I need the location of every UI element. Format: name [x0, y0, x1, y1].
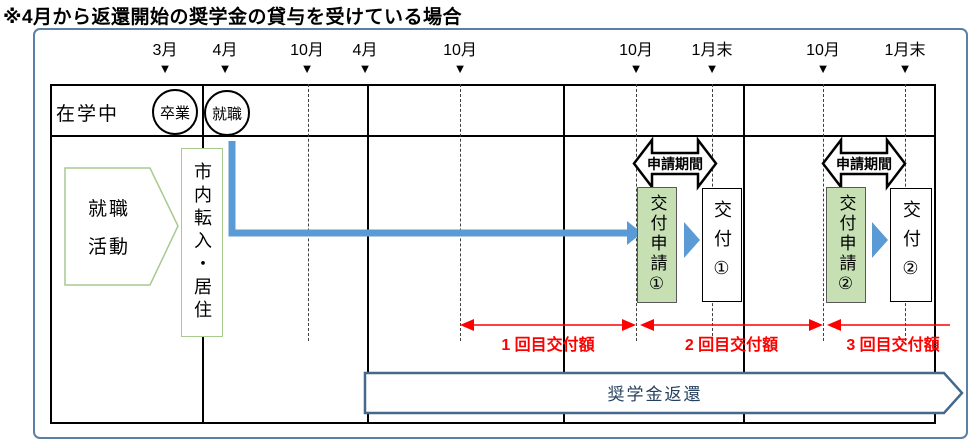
month-tick-icon: ▼ — [705, 61, 719, 76]
grant-amount-label-3: 3 回目交付額 — [846, 337, 940, 354]
month-label: 1月末 — [884, 42, 926, 59]
job-hunting-label: 就職 活動 — [65, 168, 153, 285]
grant-amount-label-1: 1 回目交付額 — [501, 337, 595, 354]
month-label: 3月 — [152, 42, 178, 59]
graduation-circle: 卒業 — [152, 89, 198, 135]
grant-amount-label-2: 2 回目交付額 — [684, 337, 779, 354]
month-label: 4月 — [212, 42, 238, 59]
header-row-line — [50, 135, 936, 137]
table-top-line — [50, 84, 936, 86]
grant-request-box-2: 交付申請② — [826, 187, 866, 303]
month-label: 10月 — [619, 42, 653, 59]
job-hunting-line2: 活動 — [87, 237, 130, 258]
month-guide-dashed-line — [308, 84, 309, 341]
month-label: 10月 — [806, 42, 840, 59]
year-divider-line — [563, 84, 565, 424]
month-guide-dashed-line — [460, 84, 461, 341]
table-bottom-line — [50, 422, 936, 424]
month-tick-icon: ▼ — [816, 61, 830, 76]
month-label: 1月末 — [691, 42, 733, 59]
month-tick-icon: ▼ — [898, 61, 912, 76]
employment-circle: 就職 — [204, 90, 250, 136]
month-tick-icon: ▼ — [300, 61, 314, 76]
year-divider-line — [743, 84, 745, 424]
year-divider-line — [367, 84, 369, 424]
month-label: 10月 — [290, 42, 324, 59]
month-guide-dashed-line — [636, 84, 637, 341]
grant-box-1: 交付① — [702, 188, 742, 302]
month-tick-icon: ▼ — [218, 61, 232, 76]
application-period-label: 申請期間 — [836, 155, 892, 172]
diagram-frame — [33, 28, 968, 439]
job-hunting-line1: 就職 — [87, 199, 130, 220]
grant-request-box-1: 交付申請① — [637, 187, 677, 303]
in-school-label: 在学中 — [56, 104, 120, 125]
application-period-label: 申請期間 — [647, 155, 703, 172]
relocation-box: 市内転入・居住 — [181, 148, 223, 337]
month-label: 4月 — [352, 42, 378, 59]
grant-box-2: 交付② — [890, 188, 932, 302]
month-tick-icon: ▼ — [629, 61, 643, 76]
page-title: ※4月から返還開始の奨学金の貸与を受けている場合 — [3, 7, 463, 28]
month-guide-dashed-line — [823, 84, 824, 341]
table-right-line — [934, 84, 936, 424]
month-tick-icon: ▼ — [453, 61, 467, 76]
month-tick-icon: ▼ — [158, 61, 172, 76]
table-left-line — [50, 84, 52, 424]
month-tick-icon: ▼ — [358, 61, 372, 76]
repayment-band-label: 奨学金返還 — [607, 385, 703, 404]
month-label: 10月 — [443, 42, 477, 59]
